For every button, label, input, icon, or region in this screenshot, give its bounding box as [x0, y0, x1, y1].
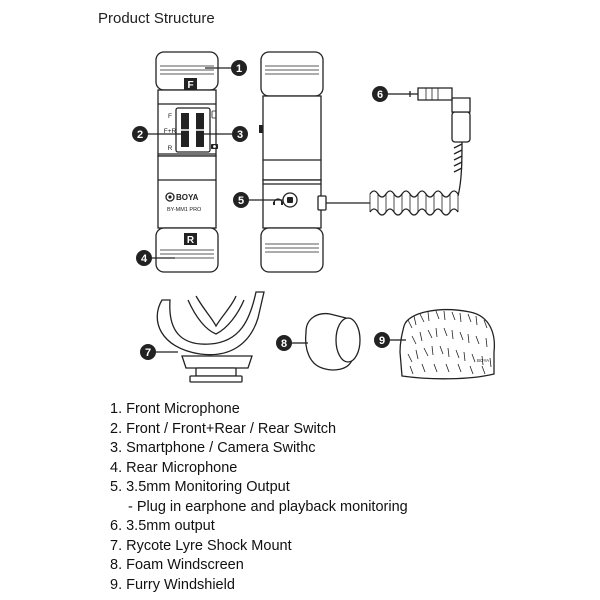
- callout-7: 7: [140, 344, 156, 360]
- front-badge: [184, 78, 197, 90]
- callout-1: 1: [231, 60, 247, 76]
- svg-text:F+R: F+R: [164, 128, 177, 135]
- legend-item-furry-windshield: 9. Furry Windshield: [110, 576, 235, 593]
- svg-text:4: 4: [141, 253, 148, 265]
- legend-item-foam-windscreen: 8. Foam Windscreen: [110, 557, 244, 573]
- foam-windscreen: [304, 312, 361, 371]
- brand-logo: BOYA: [165, 192, 199, 202]
- legend-item-switch: 2. Front / Front+Rear / Rear Switch: [110, 420, 337, 437]
- legend-item-device-switch: 3. Smartphone / Camera Swithc: [110, 440, 316, 456]
- callout-3: 3: [232, 126, 248, 142]
- callout-6: 6: [372, 86, 388, 102]
- svg-text:R: R: [168, 145, 173, 152]
- mic-front-view: F F F+R R BOYA BY-MM1 PRO R: [155, 51, 219, 273]
- svg-text:9: 9: [379, 335, 385, 347]
- furry-windshield: BOYA: [399, 309, 496, 380]
- legend-item-rear-mic: 4. Rear Microphone: [110, 459, 238, 476]
- legend-item-output: 6. 3.5mm output: [110, 518, 215, 534]
- svg-text:3: 3: [237, 129, 243, 141]
- windshield-brand: BOYA: [477, 358, 489, 363]
- callout-9: 9: [374, 332, 390, 348]
- output-plug-3-5mm[interactable]: [402, 87, 471, 143]
- shock-mount: [156, 291, 265, 383]
- model-label: BY-MM1 PRO: [167, 207, 202, 213]
- legend-item-monitoring-output: 5. 3.5mm Monitoring Output: [110, 479, 290, 495]
- svg-text:7: 7: [145, 347, 151, 359]
- callout-8: 8: [276, 335, 292, 351]
- callout-2: 2: [132, 126, 148, 142]
- svg-text:6: 6: [377, 89, 383, 101]
- legend-item-shock-mount: 7. Rycote Lyre Shock Mount: [110, 537, 292, 554]
- camera-icon: [211, 144, 218, 149]
- svg-text:2: 2: [137, 129, 143, 141]
- coiled-cable: [326, 139, 463, 216]
- mic-side-view: [259, 51, 327, 273]
- headphone-icon: [273, 198, 283, 205]
- svg-text:8: 8: [281, 338, 287, 350]
- callout-5: 5: [233, 192, 249, 208]
- callout-leaders: [148, 67, 406, 353]
- smartphone-icon: [211, 110, 217, 119]
- parts-legend: 1. Front Microphone 2. Front / Front+Rea…: [110, 400, 408, 595]
- svg-text:1: 1: [236, 63, 242, 75]
- front-badge-label: F: [187, 80, 193, 91]
- page-title: Product Structure: [98, 10, 215, 27]
- svg-text:5: 5: [238, 195, 244, 207]
- svg-text:BOYA: BOYA: [176, 193, 199, 202]
- callout-4: 4: [136, 250, 152, 266]
- svg-text:R: R: [187, 235, 195, 246]
- legend-item-monitoring-note: - Plug in earphone and playback monitori…: [128, 498, 408, 515]
- svg-text:F: F: [168, 113, 172, 120]
- legend-item-front-mic: 1. Front Microphone: [110, 401, 240, 417]
- product-diagram: .ln { fill: none; stroke: #222; stroke-w…: [132, 51, 496, 383]
